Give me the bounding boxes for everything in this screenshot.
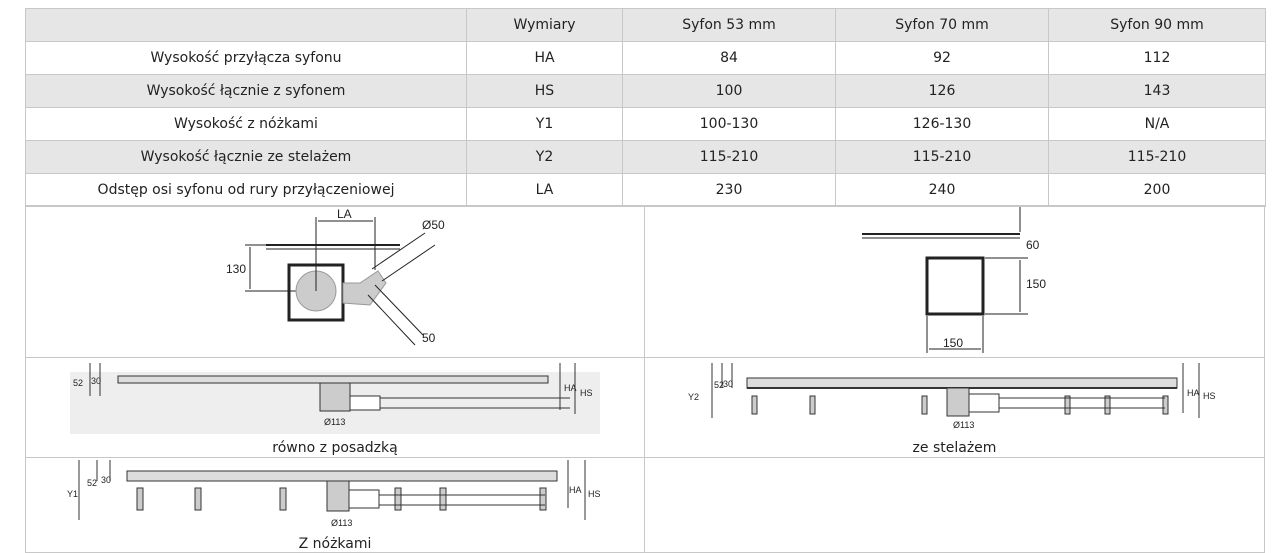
cell: Wysokość z nóżkami	[25, 107, 467, 141]
cell: 143	[1048, 74, 1266, 108]
cell: Odstęp osi syfonu od rury przyłączeniowe…	[25, 173, 467, 207]
cell: HA	[466, 41, 623, 75]
header-cell: Syfon 70 mm	[835, 8, 1049, 42]
ha-label: HA	[1187, 388, 1200, 398]
d30-label: 30	[723, 379, 733, 389]
cell: 230	[622, 173, 836, 207]
table-row: Odstęp osi syfonu od rury przyłączeniowe…	[25, 173, 1266, 207]
d52-label: 52	[714, 380, 724, 390]
cell: 115-210	[622, 140, 836, 174]
cell: 200	[1048, 173, 1266, 207]
cell: Wysokość łącznie z syfonem	[25, 74, 467, 108]
d50-label: Ø50	[422, 218, 445, 232]
w50-label: 50	[422, 331, 436, 345]
la-label: LA	[337, 207, 352, 221]
hs-label: HS	[1203, 391, 1216, 401]
floor-caption: równo z posadzką	[272, 440, 398, 456]
hs-label: HS	[580, 388, 593, 398]
w150-label: 150	[943, 336, 963, 350]
cell: 126-130	[835, 107, 1049, 141]
cell: 126	[835, 74, 1049, 108]
header-cell: Wymiary	[466, 8, 623, 42]
h130-label: 130	[226, 262, 246, 276]
d52-label: 52	[73, 378, 83, 388]
h150-label: 150	[1026, 277, 1046, 291]
dimensions-table: Wymiary Syfon 53 mm Syfon 70 mm Syfon 90…	[25, 8, 1266, 207]
empty-cell	[644, 457, 1265, 553]
header-cell: Syfon 53 mm	[622, 8, 836, 42]
cell: 100	[622, 74, 836, 108]
d113-label: Ø113	[331, 518, 352, 528]
ha-label: HA	[564, 383, 577, 393]
ha-label: HA	[569, 485, 582, 495]
cell: HS	[466, 74, 623, 108]
cell: 240	[835, 173, 1049, 207]
y2-label: Y2	[688, 392, 699, 402]
cell: Y1	[466, 107, 623, 141]
y1-label: Y1	[67, 489, 78, 499]
floor-drawing: 52 30 HA HS Ø113	[70, 363, 600, 434]
d30-label: 30	[101, 475, 111, 485]
cell: Wysokość łącznie ze stelażem	[25, 140, 467, 174]
table-header-row: Wymiary Syfon 53 mm Syfon 70 mm Syfon 90…	[25, 8, 1266, 42]
d52-label: 52	[87, 478, 97, 488]
frame-caption: ze stelażem	[912, 440, 997, 456]
cell: Wysokość przyłącza syfonu	[25, 41, 467, 75]
cell: 115-210	[835, 140, 1049, 174]
cell: 84	[622, 41, 836, 75]
square-view-drawing: 60 150 150	[862, 207, 1046, 353]
cell: LA	[466, 173, 623, 207]
cell: 92	[835, 41, 1049, 75]
d113-label: Ø113	[324, 417, 345, 427]
cell: Y2	[466, 140, 623, 174]
cell: 112	[1048, 41, 1266, 75]
hs-label: HS	[588, 489, 601, 499]
legs-caption: Z nóżkami	[298, 536, 372, 552]
d60-label: 60	[1026, 238, 1040, 252]
top-view-drawing: LA Ø50 130 50	[226, 207, 445, 346]
header-cell: Syfon 90 mm	[1048, 8, 1266, 42]
cell: 100-130	[622, 107, 836, 141]
frame-drawing: Y2 52 30 HA HS Ø113	[688, 363, 1216, 430]
header-cell	[25, 8, 467, 42]
d30-label: 30	[91, 376, 101, 386]
legs-drawing: Y1 52 30 HA HS Ø113	[67, 460, 601, 528]
d113-label: Ø113	[953, 420, 974, 430]
cell: 115-210	[1048, 140, 1266, 174]
cell: N/A	[1048, 107, 1266, 141]
